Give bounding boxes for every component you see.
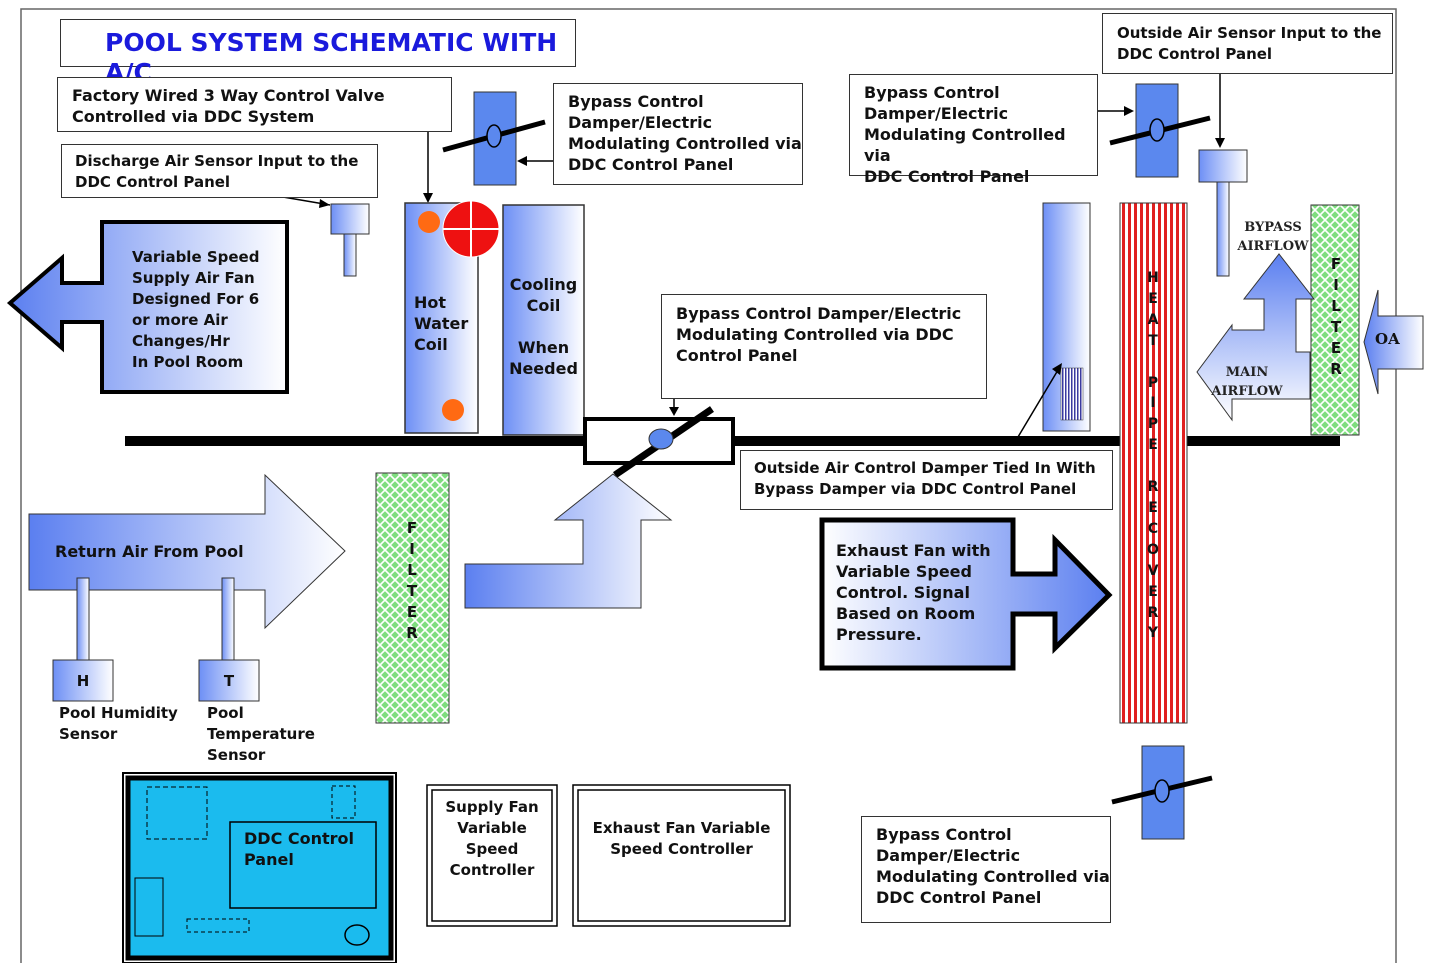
heat-pipe-label: H E A T P I P E R E C O V E R Y	[1147, 270, 1159, 642]
bypass-bottom-right-text: Bypass Control Damper/Electric Modulatin…	[876, 825, 1110, 907]
outside-sensor-text: Outside Air Sensor Input to the DDC Cont…	[1117, 24, 1382, 63]
supply-controller-label: Supply Fan Variable Speed Controller	[445, 798, 539, 879]
bypass-top-left-text: Bypass Control Damper/Electric Modulatin…	[568, 92, 802, 174]
humidity-sensor-label: Pool Humidity Sensor	[59, 704, 178, 743]
bypass-bottom-right-callout: Bypass Control Damper/Electric Modulatin…	[861, 816, 1111, 923]
discharge-sensor-head	[330, 203, 370, 235]
cooling-coil	[502, 204, 585, 436]
page-title: POOL SYSTEM SCHEMATIC WITH A/C	[105, 28, 558, 87]
exhaust-controller-label: Exhaust Fan Variable Speed Controller	[592, 819, 771, 858]
oa-damper-text: Outside Air Control Damper Tied In With …	[754, 459, 1096, 498]
cooling-coil-label: Cooling Coil When Needed	[509, 275, 578, 378]
supply-fan-label: Variable Speed Supply Air Fan Designed F…	[132, 248, 260, 371]
ddc-panel-label: DDC Control Panel	[244, 829, 355, 869]
bypass-top-right-text: Bypass Control Damper/Electric Modulatin…	[864, 83, 1066, 186]
bypass-middle-text: Bypass Control Damper/Electric Modulatin…	[676, 304, 962, 365]
valve-arrowhead	[423, 193, 433, 203]
oa-label: OA	[1375, 330, 1400, 348]
discharge-sensor-text: Discharge Air Sensor Input to the DDC Co…	[75, 152, 359, 191]
outside-air-sensor-stem	[1216, 181, 1230, 277]
oa-damper-callout: Outside Air Control Damper Tied In With …	[740, 450, 1113, 510]
exhaust-fan-label: Exhaust Fan with Variable Speed Control.…	[836, 541, 991, 644]
factory-valve-callout: Factory Wired 3 Way Control Valve Contro…	[57, 77, 452, 132]
temperature-sensor-letter: T	[223, 672, 235, 690]
bypass-top-left-callout: Bypass Control Damper/Electric Modulatin…	[553, 83, 803, 185]
hot-water-coil-label: Hot Water Coil	[414, 293, 469, 354]
heat-pipe-recovery	[1119, 202, 1188, 724]
oa-damper-leader	[1017, 369, 1059, 438]
return-air-label: Return Air From Pool	[55, 542, 244, 561]
main-airflow-label: MAIN AIRFLOW	[1211, 365, 1283, 399]
hot-water-inlet	[418, 211, 440, 233]
hot-water-outlet	[442, 399, 464, 421]
hot-water-coil	[404, 202, 479, 434]
discharge-sensor-callout: Discharge Air Sensor Input to the DDC Co…	[61, 144, 378, 198]
exhaust-fan-arrow	[819, 517, 1113, 671]
outside-air-sensor-head	[1198, 149, 1248, 183]
supply-fan-arrow	[6, 220, 289, 394]
oa-arrow	[1363, 289, 1424, 395]
supply-controller-frame	[426, 784, 558, 927]
page-frame	[20, 8, 1397, 963]
title-box: POOL SYSTEM SCHEMATIC WITH A/C	[60, 19, 576, 87]
humidity-sensor-letter: H	[76, 672, 90, 690]
bypass-up-arrow	[464, 473, 673, 609]
filter-left	[375, 472, 450, 724]
temperature-sensor	[198, 659, 260, 702]
exhaust-controller-frame	[572, 784, 791, 927]
outside-sensor-callout: Outside Air Sensor Input to the DDC Cont…	[1102, 13, 1393, 74]
airflow-arrow	[1196, 253, 1316, 422]
discharge-sensor-stem	[343, 233, 357, 277]
bypass-airflow-label: BYPASS AIRFLOW	[1237, 220, 1309, 254]
bypass-middle-callout: Bypass Control Damper/Electric Modulatin…	[661, 294, 987, 399]
bypass-top-right-callout: Bypass Control Damper/Electric Modulatin…	[849, 74, 1098, 186]
discharge-sensor-arrowhead	[319, 199, 330, 208]
return-air-arrow	[28, 473, 346, 630]
factory-valve-text: Factory Wired 3 Way Control Valve Contro…	[72, 86, 385, 126]
filter-left-label: F I L T E R	[406, 519, 418, 642]
filter-right-label: F I L T E R	[1330, 255, 1342, 378]
temperature-sensor-label: Pool Temperature Sensor	[207, 704, 315, 764]
filter-right	[1310, 204, 1360, 436]
ddc-panel	[125, 775, 394, 961]
humidity-sensor	[52, 659, 114, 702]
